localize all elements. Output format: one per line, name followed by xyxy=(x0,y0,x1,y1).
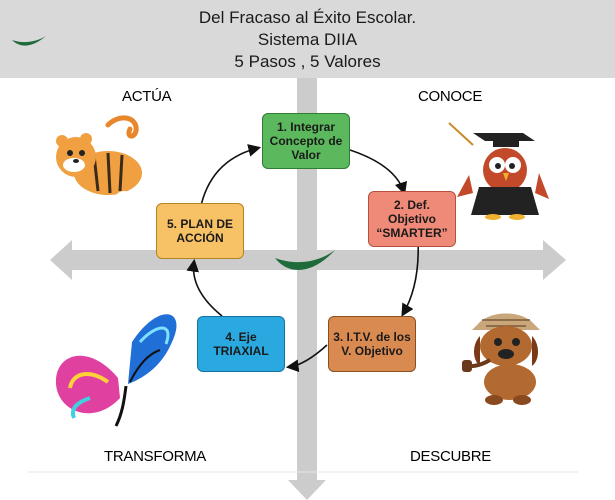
left-arrowhead xyxy=(50,240,72,280)
title-line-2: Sistema DIIA xyxy=(257,30,358,49)
step-4-box[interactable]: 4. Eje TRIAXIAL xyxy=(197,316,285,372)
down-arrowhead xyxy=(288,480,326,500)
title-banner: Del Fracaso al Éxito Escolar. Sistema DI… xyxy=(0,0,615,78)
center-leaf-logo-icon xyxy=(275,250,335,270)
arrow-step3-to-step4 xyxy=(285,344,328,373)
title-line-3: 5 Pasos , 5 Valores xyxy=(234,52,381,71)
title-line-1: Del Fracaso al Éxito Escolar. xyxy=(198,8,417,27)
detective-dog-illustration xyxy=(462,313,540,405)
arrow-step1-to-step2 xyxy=(349,149,408,196)
right-arrowhead xyxy=(543,240,566,280)
step-3-box[interactable]: 3. I.T.V. de los V. Objetivo xyxy=(328,316,416,372)
quadrant-label-actua: ACTÚA xyxy=(122,88,172,105)
arrow-step5-to-step1 xyxy=(199,144,262,211)
tiger-illustration xyxy=(56,115,142,207)
step-2-label: 2. Def. Objetivo “SMARTER” xyxy=(376,198,448,240)
step-5-box[interactable]: 5. PLAN DE ACCIÓN xyxy=(156,203,244,259)
quadrant-label-descubre: DESCUBRE xyxy=(410,448,491,465)
step-1-label: 1. Integrar Concepto de Valor xyxy=(269,120,343,162)
step-4-label: 4. Eje TRIAXIAL xyxy=(213,330,269,358)
green-leaf-logo-icon xyxy=(12,36,46,46)
owl-graduate-illustration xyxy=(448,122,549,220)
butterfly-illustration xyxy=(55,314,177,427)
arrow-step2-to-step3 xyxy=(401,239,420,317)
step-5-label: 5. PLAN DE ACCIÓN xyxy=(166,217,233,245)
step-3-label: 3. I.T.V. de los V. Objetivo xyxy=(333,330,411,358)
quadrant-label-conoce: CONOCE xyxy=(418,88,483,105)
step-1-box[interactable]: 1. Integrar Concepto de Valor xyxy=(262,113,350,169)
step-2-box[interactable]: 2. Def. Objetivo “SMARTER” xyxy=(368,191,456,247)
quadrant-label-transforma: TRANSFORMA xyxy=(104,448,207,465)
arrow-step4-to-step5 xyxy=(186,258,223,317)
